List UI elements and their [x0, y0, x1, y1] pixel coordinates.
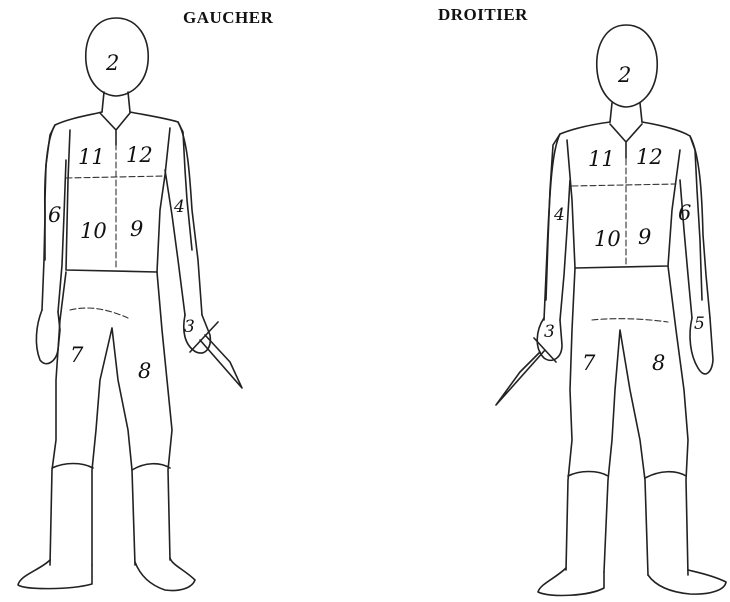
arm-left — [544, 134, 570, 320]
zone-chest-left: 11 — [78, 145, 105, 169]
hand-right — [36, 310, 60, 364]
knife-gaucher — [190, 322, 242, 388]
neck — [610, 103, 642, 122]
zone-arm-4: 4 — [173, 197, 185, 217]
leg-outline — [50, 272, 172, 565]
zone-free-hand: 5 — [694, 314, 705, 334]
zone-head: 2 — [105, 51, 119, 75]
zone-arm-6: 6 — [48, 203, 61, 227]
figure-gaucher: 2 11 12 6 10 9 4 3 7 8 — [18, 18, 242, 591]
zone-abdomen-right: 9 — [130, 217, 143, 241]
zone-arm-4: 4 — [553, 205, 565, 225]
zone-thigh-right: 8 — [652, 351, 665, 375]
zone-chest-right: 12 — [126, 143, 153, 167]
chest-line — [572, 184, 676, 186]
hip-line — [70, 308, 128, 318]
feet — [18, 558, 195, 591]
figure-droitier: 2 11 12 4 10 9 6 3 5 7 8 — [496, 25, 726, 595]
vest — [567, 140, 680, 268]
zone-chest-left: 11 — [588, 147, 615, 171]
feet — [538, 568, 726, 595]
leg-outline — [566, 266, 688, 575]
hip-line — [592, 319, 668, 322]
boot-tops — [52, 464, 170, 471]
zone-thigh-right: 8 — [138, 359, 151, 383]
zone-thigh-left: 7 — [70, 343, 84, 367]
zone-abdomen-left: 10 — [80, 219, 107, 243]
collar — [100, 113, 130, 145]
zone-knife-hand: 3 — [544, 322, 555, 342]
neck — [102, 92, 130, 112]
zone-knife-hand: 3 — [184, 317, 195, 337]
knife-droitier — [496, 338, 556, 405]
zone-abdomen-left: 10 — [594, 227, 621, 251]
boot-tops — [568, 472, 686, 479]
zone-head: 2 — [617, 63, 631, 87]
zone-arm-6: 6 — [678, 201, 691, 225]
zone-thigh-left: 7 — [582, 351, 596, 375]
zone-chest-right: 12 — [636, 145, 663, 169]
zone-abdomen-right: 9 — [638, 225, 651, 249]
